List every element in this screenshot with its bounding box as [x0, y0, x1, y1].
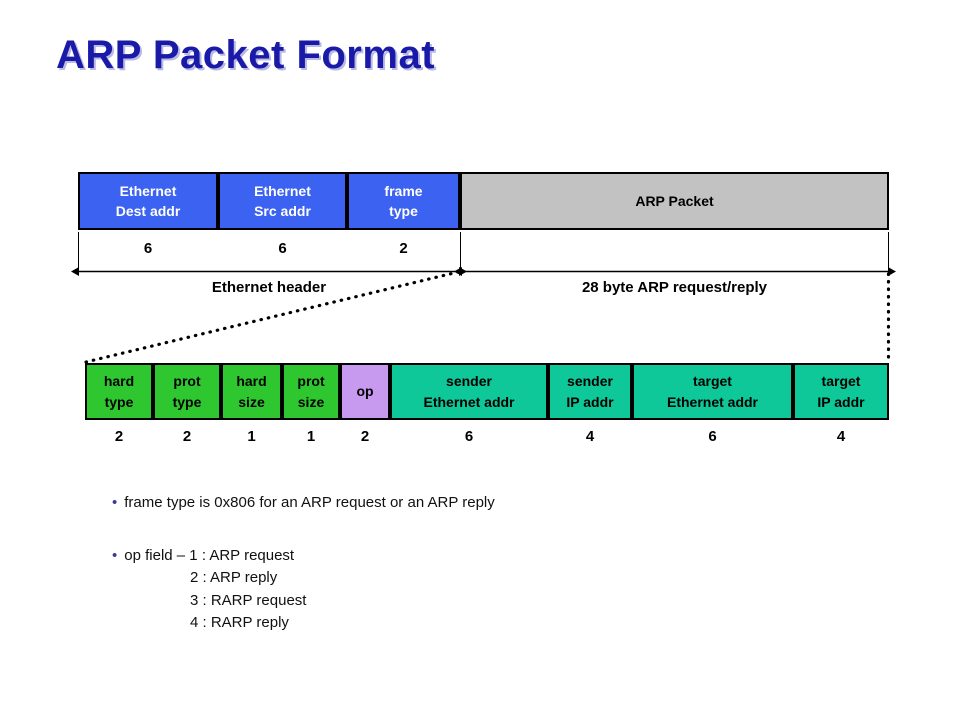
arp-cell-op: op [340, 363, 390, 420]
arp-cell-hard-size: hard size [221, 363, 282, 420]
arp-cell-target-ip-addr: target IP addr [793, 363, 889, 420]
arp-bytes-hard-type: 2 [114, 428, 124, 445]
arp-bytes-sender-ip-addr: 4 [585, 428, 595, 445]
frame-cell-line2: Dest addr [115, 203, 181, 219]
arp-bytes-op: 2 [360, 428, 370, 445]
arp-cell-line2: Ethernet addr [423, 393, 515, 410]
op-value-3: 3 : RARP request [190, 591, 307, 609]
arp-cell-sender-ethernet-addr: sender Ethernet addr [390, 363, 548, 420]
arp-cell-line1: hard [236, 373, 267, 390]
frame-cell-ethernet-src-addr: Ethernet Src addr [218, 172, 347, 230]
op-value-2: 2 : ARP reply [190, 569, 278, 586]
note-frame-type: • frame type is 0x806 for an ARP request… [112, 492, 732, 515]
note-op-field: • op field – 1 : ARP request 2 : ARP rep… [112, 545, 732, 635]
page-title: ARP Packet Format [56, 33, 436, 77]
arp-cell-target-ethernet-addr: target Ethernet addr [632, 363, 793, 420]
arp-cell-prot-type: prot type [153, 363, 221, 420]
frame-cell-frame-type: frame type [347, 172, 460, 230]
frame-cell-line2: Src addr [254, 203, 311, 219]
frame-cell-arp-packet: ARP Packet [460, 172, 889, 230]
arp-cell-line1: target [693, 373, 732, 390]
arp-bytes-target-ip-addr: 4 [836, 428, 846, 445]
span-label-arp-request-reply: 28 byte ARP request/reply [581, 279, 768, 296]
arp-cell-line2: type [172, 393, 202, 410]
frame-cell-ethernet-dest-addr: Ethernet Dest addr [78, 172, 218, 230]
span-label-ethernet-header: Ethernet header [211, 279, 327, 296]
arp-cell-line2: Ethernet addr [666, 393, 758, 410]
arp-cell-line2: type [104, 393, 134, 410]
arp-cell-line2: size [297, 393, 325, 410]
arp-bytes-target-ethernet-addr: 6 [708, 428, 717, 445]
arp-bytes-prot-size: 1 [306, 428, 316, 445]
arp-cell-line2: IP addr [817, 393, 865, 410]
frame-bytes-ethernet-dest-addr: 6 [143, 240, 153, 257]
arp-cell-sender-ip-addr: sender IP addr [548, 363, 632, 420]
arp-cell-line1: sender [567, 373, 613, 390]
bullet-icon: • [112, 546, 118, 564]
op-value-4: 4 : RARP reply [190, 614, 289, 631]
arp-bytes-sender-ethernet-addr: 6 [464, 428, 474, 445]
arp-cell-line1: target [821, 373, 861, 390]
frame-cell-line1: frame [384, 182, 423, 199]
note-op-field-text: op field – 1 : ARP request [124, 546, 295, 564]
arp-cell-line1: hard [103, 373, 135, 390]
frame-bytes-ethernet-src-addr: 6 [278, 240, 287, 257]
frame-cell-line1: Ethernet [254, 182, 311, 199]
bullet-icon: • [112, 494, 118, 511]
arp-cell-line1: prot [173, 373, 201, 390]
frame-cell-line1: Ethernet [119, 182, 177, 199]
arp-cell-line1: prot [297, 373, 325, 390]
notes-block: • frame type is 0x806 for an ARP request… [112, 492, 732, 635]
arp-cell-line1: op [356, 383, 374, 400]
arp-cell-line2: size [238, 393, 265, 410]
arp-cell-line2: IP addr [566, 393, 614, 410]
frame-bytes-frame-type: 2 [399, 240, 408, 257]
arp-cell-line1: sender [446, 373, 492, 390]
frame-cell-line2: type [389, 203, 418, 219]
arp-cell-prot-size: prot size [282, 363, 340, 420]
arp-bytes-hard-size: 1 [247, 428, 256, 445]
arp-cell-hard-type: hard type [85, 363, 153, 420]
note-frame-type-text: frame type is 0x806 for an ARP request o… [124, 494, 495, 511]
arp-bytes-prot-type: 2 [182, 428, 192, 445]
frame-cell-line1: ARP Packet [635, 192, 714, 209]
